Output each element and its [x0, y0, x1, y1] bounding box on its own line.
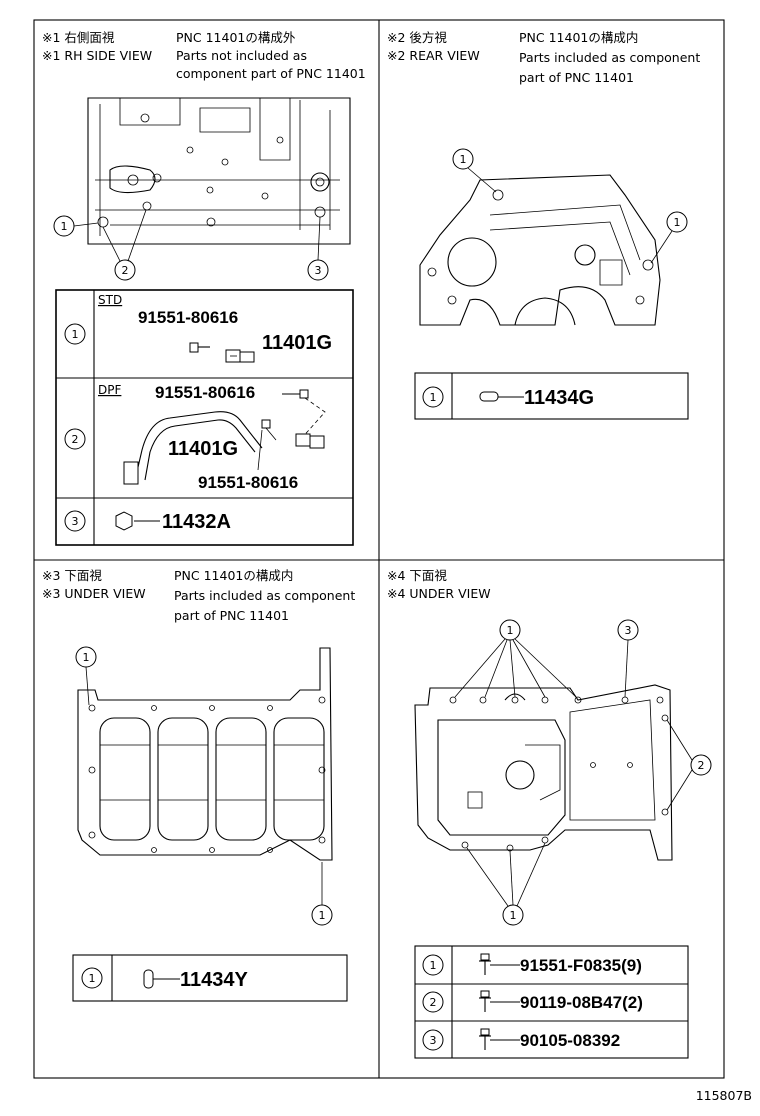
- rh-side-note-en-2: component part of PNC 11401: [176, 66, 366, 81]
- under3-note-en-2: part of PNC 11401: [174, 608, 289, 623]
- rh-row3-index: [64, 510, 86, 532]
- row3-nut-icon: [115, 511, 160, 531]
- flange-bolt-icon: [479, 953, 520, 975]
- panel-rh-side-view: ※1 右側面視 ※1 RH SIDE VIEW PNC 11401の構成外 Pa…: [42, 30, 366, 546]
- under4-row3-part-number: 90105-08392: [520, 1031, 620, 1050]
- under4-mark-en: ※4 UNDER VIEW: [387, 586, 491, 601]
- rh-side-note-en-1: Parts not included as: [176, 48, 307, 63]
- rear-callout-1-left: 1: [452, 148, 497, 193]
- panel-under-view-3: ※3 下面視 ※3 UNDER VIEW PNC 11401の構成内 Parts…: [42, 568, 355, 1002]
- svg-text:3: 3: [625, 624, 632, 637]
- svg-text:3: 3: [72, 515, 79, 528]
- rh-row1-index: [64, 323, 86, 345]
- rh-side-callout-2: 2: [102, 209, 147, 281]
- rear-parts-table: 1 11434G: [414, 372, 689, 420]
- under4-row1-part-number: 91551-F0835(9): [520, 956, 642, 975]
- under3-note-jp: PNC 11401の構成内: [174, 568, 293, 583]
- under3-parts-table: 1 11434Y: [72, 954, 348, 1002]
- rh-side-mark-jp: ※1 右側面視: [42, 30, 115, 45]
- rear-mark-jp: ※2 後方視: [387, 30, 447, 45]
- under4-callout-1-top: 1: [454, 619, 577, 698]
- rh-side-parts-table: 1 2 3 STD 91551-80616 11401G DPF 91551-8…: [55, 289, 354, 546]
- panel-rear-view: ※2 後方視 ※2 REAR VIEW PNC 11401の構成内 Parts …: [387, 30, 700, 420]
- svg-text:1: 1: [510, 909, 517, 922]
- std-sensor-icon: [225, 349, 255, 363]
- svg-text:2: 2: [698, 759, 705, 772]
- svg-text:3: 3: [430, 1034, 437, 1047]
- svg-text:1: 1: [674, 216, 681, 229]
- std-tag: STD: [98, 293, 122, 307]
- svg-text:2: 2: [430, 996, 437, 1009]
- rear-callout-1-right: 1: [650, 211, 688, 264]
- dpf-pipe-icon: [123, 389, 326, 485]
- under3-note-en-1: Parts included as component: [174, 588, 355, 603]
- rear-part-number: 11434G: [524, 387, 594, 409]
- svg-text:2: 2: [122, 264, 129, 277]
- svg-text:1: 1: [460, 153, 467, 166]
- rear-mark-en: ※2 REAR VIEW: [387, 48, 480, 63]
- rear-block-drawing: [419, 174, 661, 326]
- svg-text:1: 1: [507, 624, 514, 637]
- under3-part-number: 11434Y: [180, 969, 249, 991]
- rear-note-en-1: Parts included as component: [519, 50, 700, 65]
- rh-side-callout-3: 3: [307, 216, 329, 281]
- under4-callout-2: 2: [666, 719, 712, 811]
- svg-text:1: 1: [89, 972, 96, 985]
- under3-callout-1-bottom: 1: [311, 862, 333, 926]
- svg-text:1: 1: [319, 909, 326, 922]
- panel-under-view-4: ※4 下面視 ※4 UNDER VIEW: [387, 568, 712, 1059]
- under4-row2-part-number: 90119-08B47(2): [520, 993, 643, 1012]
- under3-callout-1-top: 1: [75, 646, 97, 706]
- figure-id: 115807B: [696, 1088, 752, 1103]
- dpf-bolt-bottom-part-number: 91551-80616: [198, 473, 298, 492]
- svg-text:3: 3: [315, 264, 322, 277]
- rh-side-note-jp: PNC 11401の構成外: [176, 30, 296, 45]
- svg-text:2: 2: [72, 433, 79, 446]
- rh-row2-index: [64, 428, 86, 450]
- svg-text:1: 1: [430, 959, 437, 972]
- svg-text:1: 1: [430, 391, 437, 404]
- rh-side-callout-1: 1: [53, 215, 99, 237]
- under4-callout-3: 3: [617, 619, 639, 698]
- under4-block-drawing: [414, 684, 673, 861]
- rear-note-en-2: part of PNC 11401: [519, 70, 634, 85]
- under4-parts-table: 1 2 3 91551-F0835(9) 90119-08B47(2): [414, 945, 689, 1059]
- under4-callout-1-bottom: 1: [466, 842, 546, 926]
- flange-bolt-icon: [479, 990, 520, 1012]
- under4-mark-jp: ※4 下面視: [387, 568, 447, 583]
- under3-mark-en: ※3 UNDER VIEW: [42, 586, 146, 601]
- dpf-tag: DPF: [98, 383, 121, 397]
- dowel-pin-icon: [143, 969, 180, 989]
- flange-bolt-icon: [479, 1028, 520, 1050]
- svg-text:1: 1: [72, 328, 79, 341]
- rh-side-mark-en: ※1 RH SIDE VIEW: [42, 48, 152, 63]
- rh-side-block-drawing: [87, 97, 351, 245]
- svg-text:1: 1: [61, 220, 68, 233]
- under3-block-drawing: [77, 647, 333, 861]
- under3-mark-jp: ※3 下面視: [42, 568, 102, 583]
- std-bolt-part-number: 91551-80616: [138, 308, 238, 327]
- std-bolt-icon: [189, 342, 210, 353]
- row3-part-number: 11432A: [162, 511, 231, 533]
- svg-text:1: 1: [83, 651, 90, 664]
- dowel-pin-icon: [479, 391, 524, 402]
- dpf-sensor-part-number: 11401G: [168, 438, 238, 460]
- std-sensor-part-number: 11401G: [262, 332, 332, 354]
- dpf-bolt-top-part-number: 91551-80616: [155, 383, 255, 402]
- rear-note-jp: PNC 11401の構成内: [519, 30, 638, 45]
